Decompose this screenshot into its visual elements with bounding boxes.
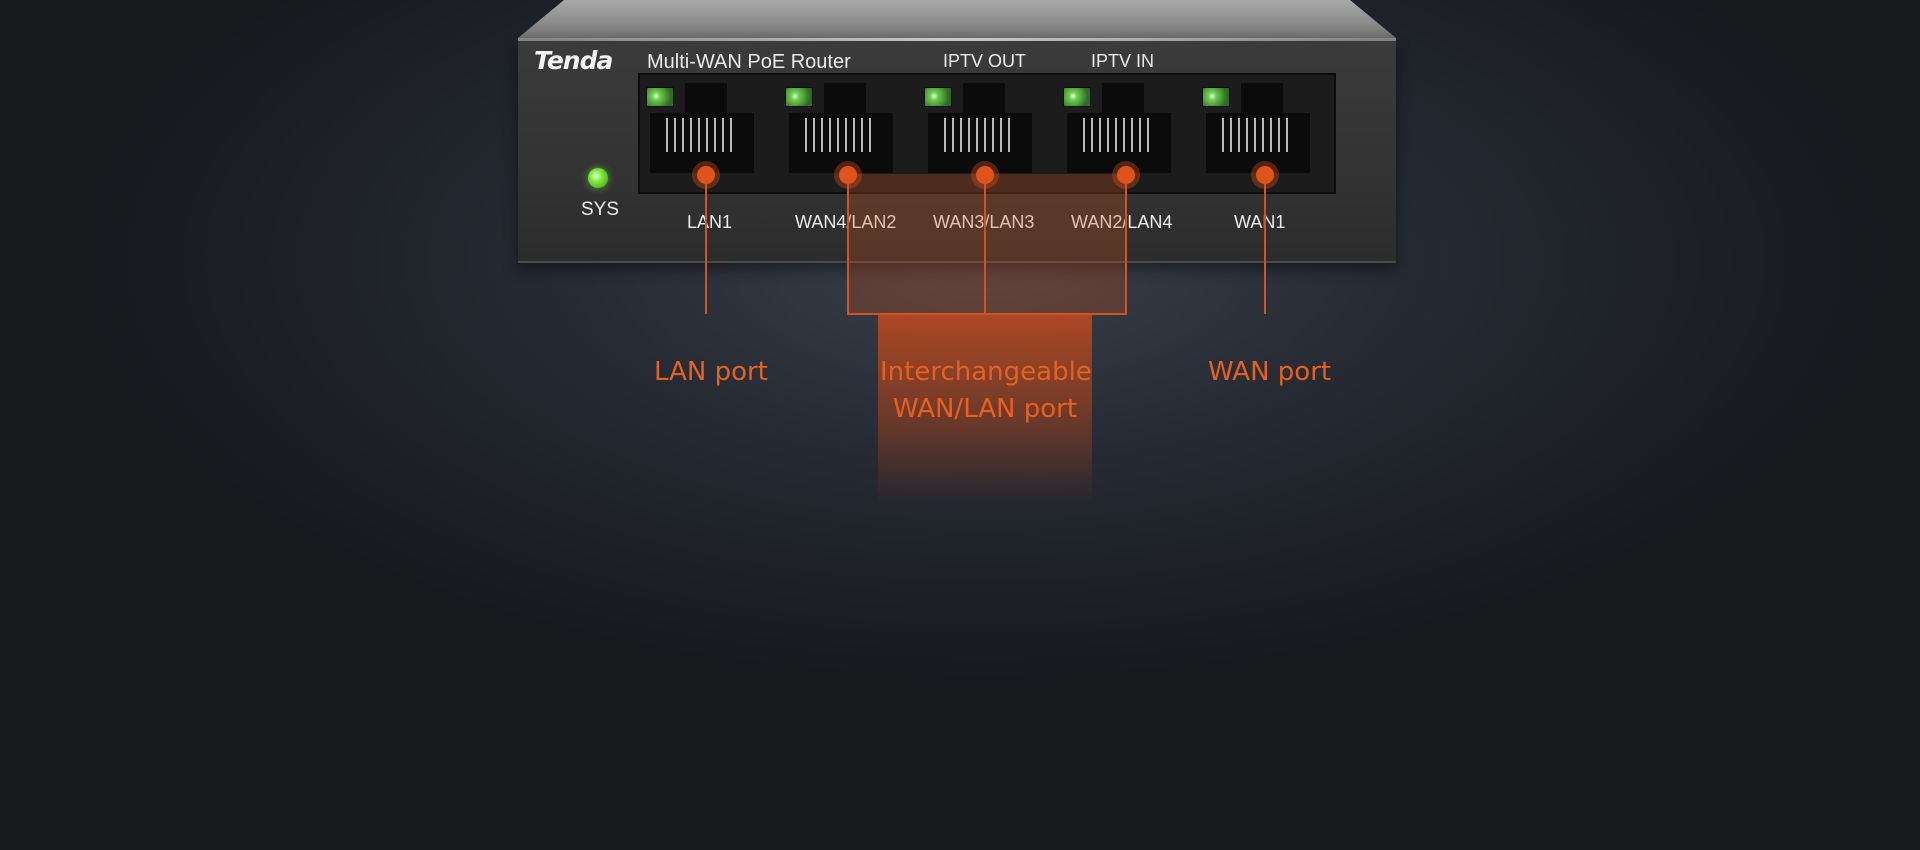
wan2-leader-line [1125, 174, 1127, 314]
interchangeable-beam [878, 314, 1092, 504]
wan4-marker-dot [839, 166, 857, 184]
port-led-icon [646, 87, 674, 107]
port-label-wan4-lan2: WAN4/LAN2 [795, 212, 897, 232]
port-label-lan1: LAN1 [687, 212, 733, 232]
wan3-leader-line [984, 174, 986, 314]
model-name: Multi-WAN PoE Router [647, 51, 851, 73]
sys-label: SYS [581, 199, 620, 220]
wan3-marker-dot [976, 166, 994, 184]
ethernet-port-wan2-lan4 [1057, 83, 1173, 177]
jack-pins [666, 118, 738, 152]
router-top-face [518, 0, 1396, 40]
jack-pins [1222, 118, 1294, 152]
port-led-icon [785, 87, 813, 107]
wan-leader-line [1264, 174, 1266, 314]
router-top-edge [518, 38, 1396, 41]
iptv-in-label: IPTV IN [1091, 51, 1155, 71]
interchangeable-group-highlight [848, 174, 1126, 314]
lan1-marker-dot [697, 166, 715, 184]
wan4-leader-line [847, 174, 849, 314]
ethernet-port-lan1 [640, 83, 756, 177]
port-label-wan3-lan3: WAN3/LAN3 [933, 212, 1034, 233]
port-led-icon [1202, 87, 1230, 107]
interchangeable-callout-line1: Interchangeable [880, 357, 1092, 387]
jack-pins [1083, 118, 1155, 152]
iptv-out-label: IPTV OUT [943, 51, 1027, 71]
lan-port-callout: LAN port [654, 357, 768, 387]
port-label-wan2-lan4: WAN2/LAN4 [1071, 212, 1173, 232]
wan1-marker-dot [1256, 166, 1274, 184]
ethernet-port-wan4-lan2 [779, 83, 895, 177]
ethernet-port-wan1 [1196, 83, 1312, 177]
interchangeable-callout-line2: WAN/LAN port [892, 394, 1078, 424]
interchangeable-bracket-line [847, 313, 1127, 315]
port-label-wan1: WAN1 [1234, 212, 1286, 232]
wan2-marker-dot [1117, 166, 1135, 184]
port-led-icon [924, 87, 952, 107]
wan-port-callout: WAN port [1208, 357, 1332, 387]
lan-leader-line [705, 174, 707, 314]
jack-pins [944, 118, 1016, 152]
jack-pins [805, 118, 877, 152]
ethernet-port-wan3-lan3 [918, 83, 1034, 177]
port-led-icon [1063, 87, 1091, 107]
sys-led-icon [588, 168, 608, 188]
brand-logo: Tenda [534, 46, 613, 75]
